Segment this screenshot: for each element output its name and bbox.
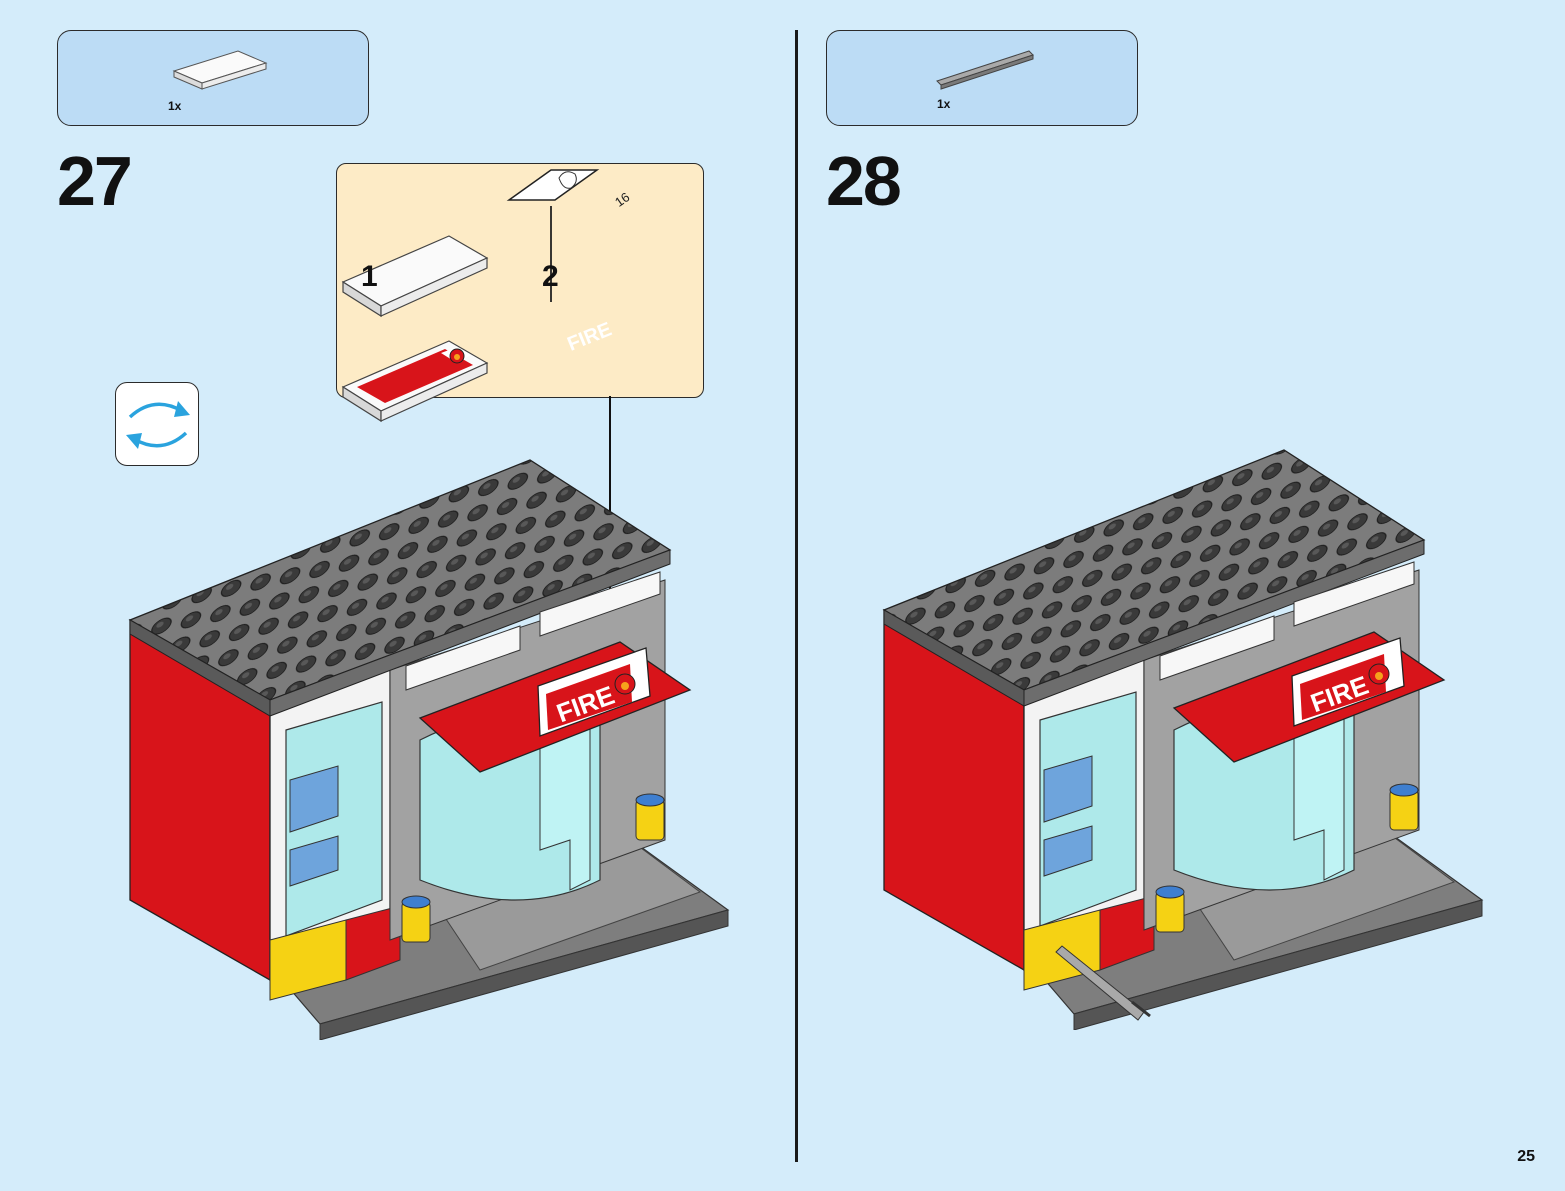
- sub-step-2-sticker-callout: [501, 164, 621, 324]
- step-28-parts-box: 1x: [826, 30, 1138, 126]
- step-27-sub-assembly-panel: 1 2 16 FIRE: [336, 163, 704, 398]
- sub-step-2-fire-tile: [337, 329, 497, 429]
- sub-step-1-number: 1: [361, 260, 378, 294]
- sub-step-2-number: 2: [542, 260, 559, 294]
- step-divider: [795, 30, 798, 1162]
- page-number: 25: [1517, 1148, 1535, 1166]
- sub-step-2-fire-label: FIRE: [564, 318, 615, 356]
- white-tile-part-icon: [166, 45, 276, 95]
- step-28-fire-station-model: [874, 430, 1494, 1030]
- gray-bar-part-icon: [933, 45, 1043, 95]
- step-28-number: 28: [826, 146, 900, 216]
- step-27-number: 27: [57, 146, 131, 216]
- step-28-parts-qty: 1x: [937, 97, 950, 111]
- step-27-fire-station-model: [120, 440, 740, 1040]
- step-27-parts-qty: 1x: [168, 99, 181, 113]
- step-27-parts-box: 1x: [57, 30, 369, 126]
